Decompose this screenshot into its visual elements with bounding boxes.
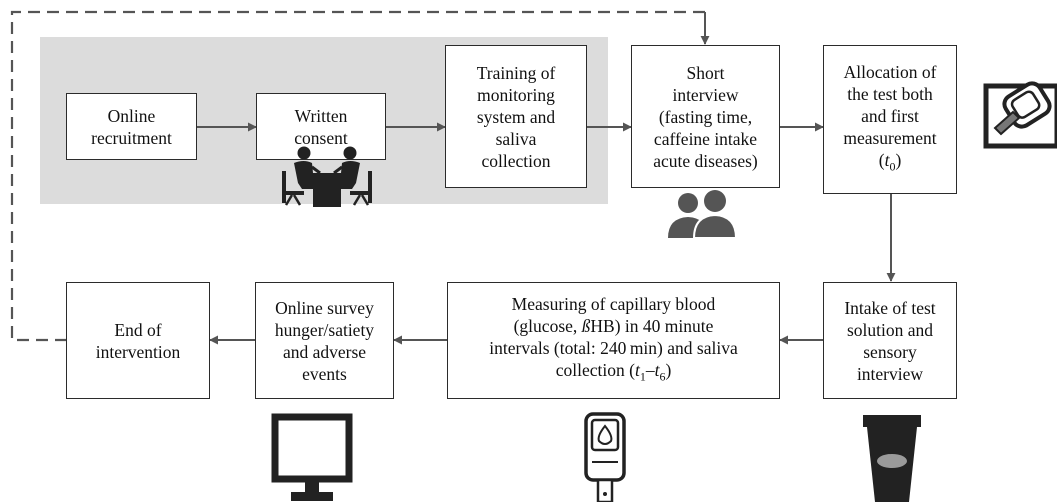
people-icon — [668, 190, 738, 239]
step-intake: Intake of test solution and sensory inte… — [823, 282, 957, 399]
step-allocation-time: (t0) — [878, 150, 902, 174]
step-written-consent-label: Written consent — [294, 105, 348, 148]
step-training-label: Training of monitoring system and saliva… — [476, 62, 556, 171]
measuring-beta: ß — [581, 316, 591, 337]
step-allocation: Allocation of the test both and first me… — [823, 45, 957, 194]
step-end: End of intervention — [66, 282, 210, 399]
meeting-icon — [282, 146, 372, 207]
step-allocation-label: Allocation of the test both and first me… — [843, 62, 937, 149]
measuring-line-2-post: HB) in 40 minute — [590, 316, 714, 337]
measuring-line-1: Measuring of capillary blood — [511, 294, 716, 315]
measuring-line-4: collection (t1–t6) — [556, 359, 672, 388]
cup-icon — [863, 415, 921, 502]
measuring-line-4-post: ) — [665, 360, 672, 381]
monitor-icon — [271, 413, 353, 501]
step-training: Training of monitoring system and saliva… — [445, 45, 587, 188]
measuring-sub6: 6 — [659, 369, 666, 384]
step-short-interview: Short interview (fasting time, caffeine … — [631, 45, 780, 188]
step-written-consent: Written consent — [256, 93, 386, 160]
step-measuring: Measuring of capillary blood (glucose, ß… — [447, 282, 780, 399]
measuring-line-3: intervals (total: 240 min) and saliva — [489, 338, 738, 359]
step-online-survey-label: Online survey hunger/satiety and adverse… — [274, 297, 375, 384]
allocation-t: t — [884, 150, 890, 171]
measuring-dash: – — [645, 360, 655, 381]
step-end-label: End of intervention — [95, 319, 181, 362]
step-online-survey: Online survey hunger/satiety and adverse… — [255, 282, 394, 399]
step-online-recruitment: Online recruitment — [66, 93, 197, 160]
measuring-line-2-pre: (glucose, — [513, 316, 582, 337]
allocation-t-sub: 0 — [889, 159, 896, 174]
measuring-line-4-pre: collection ( — [555, 360, 635, 381]
measuring-line-2: (glucose, ßHB) in 40 minute — [514, 315, 714, 337]
glucometer-icon — [584, 412, 626, 502]
feedback-dashed-line — [10, 10, 705, 342]
step-online-recruitment-label: Online recruitment — [91, 105, 172, 148]
measuring-t1: t — [634, 360, 640, 381]
measuring-t6: t — [654, 360, 660, 381]
measuring-sub1: 1 — [639, 369, 646, 384]
smartwatch-icon — [983, 81, 1057, 149]
step-short-interview-label: Short interview (fasting time, caffeine … — [653, 62, 758, 171]
step-intake-label: Intake of test solution and sensory inte… — [844, 297, 936, 384]
